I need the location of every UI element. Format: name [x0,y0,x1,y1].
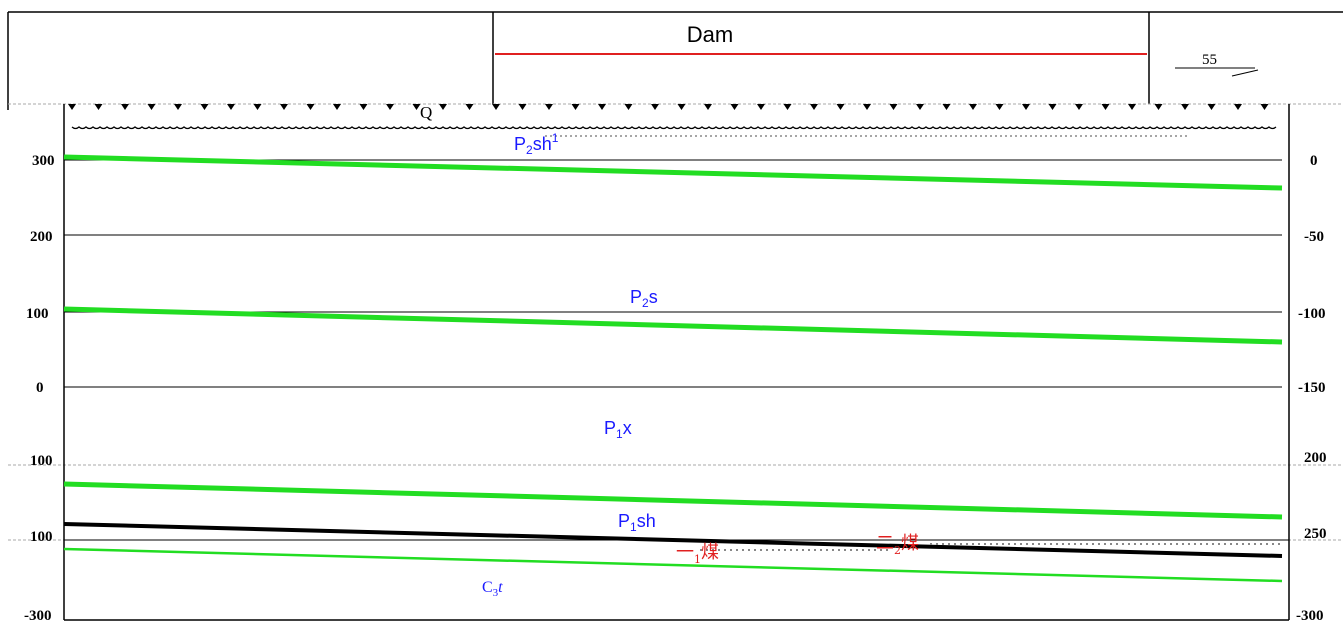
left-axis-label: 0 [36,380,44,396]
surface-triangle [571,104,580,110]
surface-triangle [757,104,765,110]
surface-triangle [253,104,262,110]
label-p1x: P1x [604,418,632,441]
right-axis-label: -150 [1298,380,1326,396]
surface-triangle [1260,104,1269,110]
surface-triangle [465,104,474,110]
surface-triangle [704,104,712,110]
surface-triangle [1154,104,1163,110]
label-p2s: P2s [630,287,658,310]
surface-triangle [916,104,924,110]
surface-triangle [1128,104,1136,110]
surface-triangle [280,104,288,110]
surface-triangle [359,104,368,110]
coal-seam-2-label: 二2煤 [876,533,919,557]
surface-triangle [995,104,1004,110]
surface-triangle [598,104,606,110]
surface-triangle [200,104,209,110]
surface-triangle [942,104,951,110]
surface-triangle [1048,104,1057,110]
surface-triangle [174,104,182,110]
surface-triangle [439,104,447,110]
surface-triangle [121,104,129,110]
label-q: Q [420,103,432,122]
right-axis-label: -50 [1304,229,1324,245]
surface-triangle [412,104,421,110]
surface-triangle [386,104,394,110]
surface-triangle [147,104,156,110]
dip-arrow [1231,69,1259,77]
surface-triangle [492,104,500,110]
surface-triangle [730,104,739,110]
boundary-p2s-p1x [63,306,1283,345]
surface-triangle [1207,104,1216,110]
left-axis-label: 100 [30,453,53,469]
label-p2sh1: P2sh1 [514,131,559,157]
surface-marks [68,104,1269,110]
surface-triangle [969,104,977,110]
surface-triangle [1181,104,1189,110]
label-c3t: C3t [482,579,503,599]
right-axis-label: 250 [1304,526,1327,542]
surface-triangle [333,104,341,110]
surface-triangle [545,104,553,110]
surface-triangle [1101,104,1110,110]
surface-triangle [863,104,871,110]
surface-triangle [94,104,103,110]
surface-triangle [624,104,633,110]
surface-triangle [651,104,659,110]
dip-value: 55 [1202,52,1217,68]
right-axis-label: 0 [1310,153,1318,169]
surface-triangle [889,104,898,110]
left-axis-label: -300 [24,608,52,624]
surface-triangle [1234,104,1242,110]
boundary-p1sh-c3t [63,547,1283,583]
surface-triangle [227,104,235,110]
surface-triangle [677,104,686,110]
boundary-p2sh-p2s [63,154,1283,191]
surface-triangle [810,104,818,110]
boundary-p1x-p1sh [63,481,1283,520]
coal-horizon [63,522,1283,558]
label-p1sh: P1sh [618,511,656,534]
right-axis-label: 200 [1304,450,1327,466]
quaternary-unconformity [71,126,1277,130]
right-axis-label: -300 [1296,608,1324,624]
left-axis-label: 200 [30,229,53,245]
coal-seam-1-label: 一1煤 [676,542,719,566]
surface-triangle [518,104,527,110]
left-axis-label: 300 [32,153,55,169]
dam-title: Dam [687,22,733,47]
surface-triangle [783,104,792,110]
surface-triangle [306,104,315,110]
surface-triangle [836,104,845,110]
left-axis-label: 100 [30,529,53,545]
right-axis-label: -100 [1298,306,1326,322]
surface-triangle [1022,104,1030,110]
surface-triangle [1075,104,1083,110]
left-axis-label: 100 [26,306,49,322]
surface-triangle [68,104,76,110]
